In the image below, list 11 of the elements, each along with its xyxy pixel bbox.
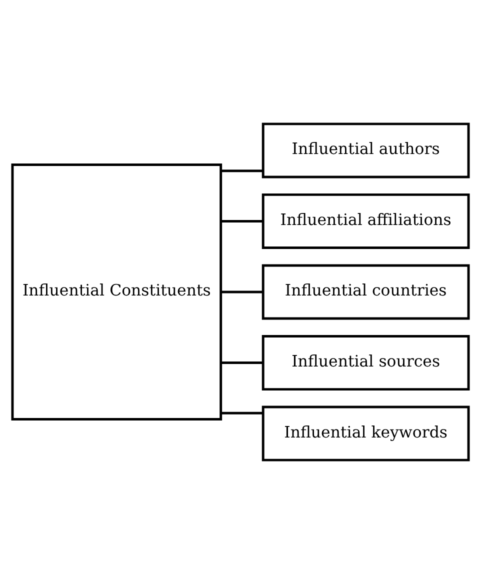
connector — [220, 412, 263, 414]
node-box: Influential sources — [262, 335, 470, 391]
node-box: Influential countries — [262, 264, 470, 320]
connector — [220, 220, 263, 222]
connector — [220, 362, 263, 364]
node-box: Influential affiliations — [262, 193, 470, 249]
connector — [220, 170, 263, 172]
node-box: Influential authors — [262, 122, 470, 178]
connector — [220, 290, 263, 294]
node-box: Influential Constituents — [11, 164, 222, 420]
node-box: Influential keywords — [262, 406, 470, 462]
